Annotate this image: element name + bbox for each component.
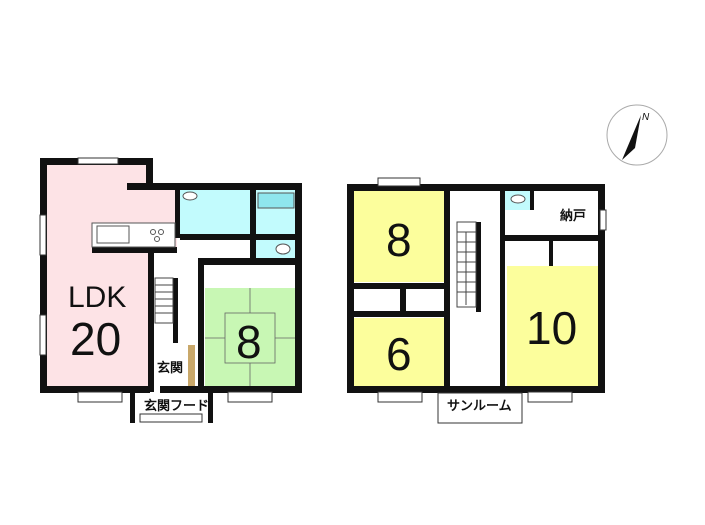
toilet-icon [510, 194, 526, 204]
stairs-1f [154, 277, 174, 324]
window [599, 209, 607, 231]
bedroom-6-size: 6 [386, 328, 412, 380]
walls-1f [40, 158, 302, 423]
entrance-label: 玄関 [157, 360, 183, 376]
window [139, 413, 203, 423]
tatami-lines [205, 288, 297, 388]
walls-2f [347, 184, 605, 393]
stairs-2f [456, 221, 477, 308]
window [377, 391, 423, 403]
window [39, 314, 47, 356]
bedroom-10 [507, 266, 600, 388]
ldk-size: 20 [70, 313, 121, 365]
floor-2: 8 6 10 納戸 サンルーム [347, 177, 607, 424]
window [527, 391, 573, 403]
window [77, 391, 123, 403]
kitchen-counter [91, 222, 176, 248]
toilet-icon [275, 243, 291, 255]
entrance-hood-label: 玄関フード [144, 398, 209, 414]
floor-1: LDK 20 8 玄関 玄関フード [39, 157, 302, 423]
sunroom-label: サンルーム [447, 399, 512, 414]
bedroom-8-size: 8 [386, 214, 412, 266]
window [377, 177, 421, 187]
bedroom-6 [352, 318, 446, 388]
compass-label: N [642, 112, 650, 123]
window [227, 391, 273, 403]
ldk-room [45, 163, 151, 389]
sunroom [437, 392, 523, 424]
japanese-room-size: 8 [236, 316, 262, 368]
ldk-label: LDK [68, 281, 126, 314]
bedroom-8 [352, 190, 446, 282]
north-arrow-icon [622, 115, 641, 160]
window [39, 214, 47, 256]
stove-icon [150, 229, 156, 235]
window [77, 157, 119, 165]
entrance-step [188, 345, 195, 388]
bedroom-10-size: 10 [526, 302, 577, 354]
storage-label: 納戸 [560, 208, 586, 224]
compass: N [606, 104, 668, 166]
sink-icon [182, 191, 198, 201]
bathtub-icon [257, 192, 295, 209]
